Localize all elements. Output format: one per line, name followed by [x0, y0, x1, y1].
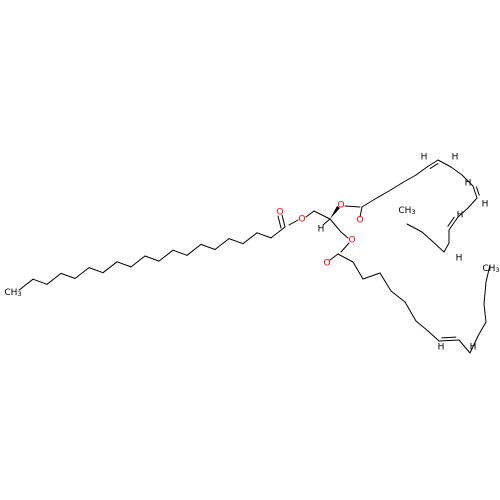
acyl-chain-a: [214, 238, 230, 250]
acyl-chain-a: [256, 232, 272, 239]
acyl-chain-c: [390, 290, 406, 303]
double-bond-c1: [441, 336, 457, 339]
acyl-chain-b: [461, 174, 474, 187]
stereo-wedge-bond: [330, 206, 340, 219]
acyl-chain-b-tail: [421, 231, 432, 241]
carbonyl-oxygen-a: O: [276, 208, 283, 218]
glycerol-bond: [313, 210, 331, 220]
stereo-h-bond: [322, 218, 331, 226]
methyl-terminal-a: CH3: [4, 288, 21, 299]
acyl-chain-c: [469, 335, 479, 354]
acyl-chain-c: [438, 339, 460, 342]
acyl-chain-a: [130, 255, 146, 268]
acyl-chain-a: [228, 238, 244, 245]
acyl-chain-c: [427, 330, 440, 342]
carbonyl-c: [329, 253, 339, 261]
acyl-chain-c: [458, 339, 471, 354]
acyl-chain-b: [472, 185, 478, 199]
acyl-chain-a: [242, 232, 258, 245]
vinyl-hydrogen-5: H: [457, 211, 464, 221]
vinyl-hydrogen-6: H: [456, 254, 463, 264]
acyl-chain-a: [46, 272, 62, 285]
bond-layer: [18, 159, 491, 354]
ester-bond-a: [288, 219, 299, 226]
methyl-carbon: CH: [4, 288, 17, 298]
acyl-chain-a: [102, 261, 118, 274]
carbonyl-b: [359, 206, 363, 218]
double-bond-b1: [429, 163, 439, 169]
acyl-chain-a: [74, 267, 90, 279]
acyl-chain-a: [60, 272, 76, 279]
methyl-carbon: CH: [482, 264, 495, 274]
acyl-chain-b: [388, 182, 403, 192]
acyl-chain-c: [352, 261, 364, 280]
double-bond-b2: [475, 186, 480, 196]
acyl-chain-a: [18, 278, 34, 291]
acyl-chain-c: [415, 320, 429, 332]
acyl-chain-c: [337, 253, 354, 263]
methyl-terminal-c: CH3: [482, 264, 499, 275]
methyl-carbon: CH: [398, 206, 411, 216]
acyl-chain-b-tail: [406, 223, 423, 233]
acyl-chain-c: [483, 303, 487, 323]
acyl-chain-c: [483, 281, 487, 305]
methyl-terminal-b: CH3: [398, 206, 415, 217]
acyl-chain-b-tail: [448, 216, 459, 231]
acyl-chain-a: [172, 249, 188, 256]
ester-oxygen-1: O: [298, 215, 305, 225]
vinyl-hydrogen-1: H: [421, 153, 428, 163]
acyl-chain-b-tail: [467, 197, 478, 209]
double-bond-b3: [447, 216, 455, 227]
acyl-chain-b-tail: [430, 239, 445, 253]
acyl-chain-a: [116, 261, 132, 268]
acyl-chain-c: [404, 301, 417, 322]
acyl-chain-a: [200, 243, 216, 250]
acyl-chain-b: [401, 174, 417, 184]
ester-oxygen-3: O: [348, 236, 355, 246]
methyl-subscript: 3: [495, 266, 499, 274]
acyl-chain-a: [32, 278, 48, 285]
glycerol-bond: [329, 218, 342, 233]
methyl-subscript: 3: [411, 208, 415, 216]
acyl-chain-a: [270, 226, 286, 239]
acyl-chain-b: [415, 166, 428, 176]
acyl-chain-a: [144, 255, 160, 262]
acyl-chain-c: [379, 272, 392, 292]
acyl-chain-b-tail: [457, 207, 469, 218]
acyl-chain-c: [477, 321, 487, 337]
acyl-chain-b: [374, 190, 390, 200]
acyl-chain-c: [485, 264, 491, 283]
carbonyl-a: [277, 215, 282, 229]
carbonyl-oxygen-b: O: [356, 216, 363, 226]
acyl-chain-b: [437, 159, 452, 168]
acyl-chain-b-tail: [443, 242, 450, 253]
glycerol-bond: [305, 210, 315, 218]
methyl-subscript: 3: [17, 290, 21, 298]
vinyl-hydrogen-7: H: [438, 343, 445, 353]
vinyl-hydrogen-3: H: [465, 179, 472, 189]
vinyl-hydrogen-2: H: [452, 153, 459, 163]
acyl-chain-b: [450, 166, 463, 176]
ester-bond-c: [340, 242, 350, 253]
acyl-chain-b: [361, 198, 376, 208]
glycerol-bond: [340, 231, 349, 239]
stereo-hydrogen: H: [318, 225, 325, 235]
carbonyl-oxygen-c: O: [323, 259, 330, 269]
acyl-chain-a: [186, 243, 202, 256]
acyl-chain-b: [426, 159, 439, 168]
vinyl-hydrogen-8: H: [470, 343, 477, 353]
carbonyl-a: [281, 214, 286, 228]
vinyl-hydrogen-4: H: [482, 200, 489, 210]
ester-bond-b: [344, 205, 361, 208]
acyl-chain-a: [88, 267, 104, 274]
acyl-chain-c: [362, 272, 381, 280]
ester-oxygen-2: O: [337, 201, 344, 211]
acyl-chain-a: [158, 249, 174, 262]
